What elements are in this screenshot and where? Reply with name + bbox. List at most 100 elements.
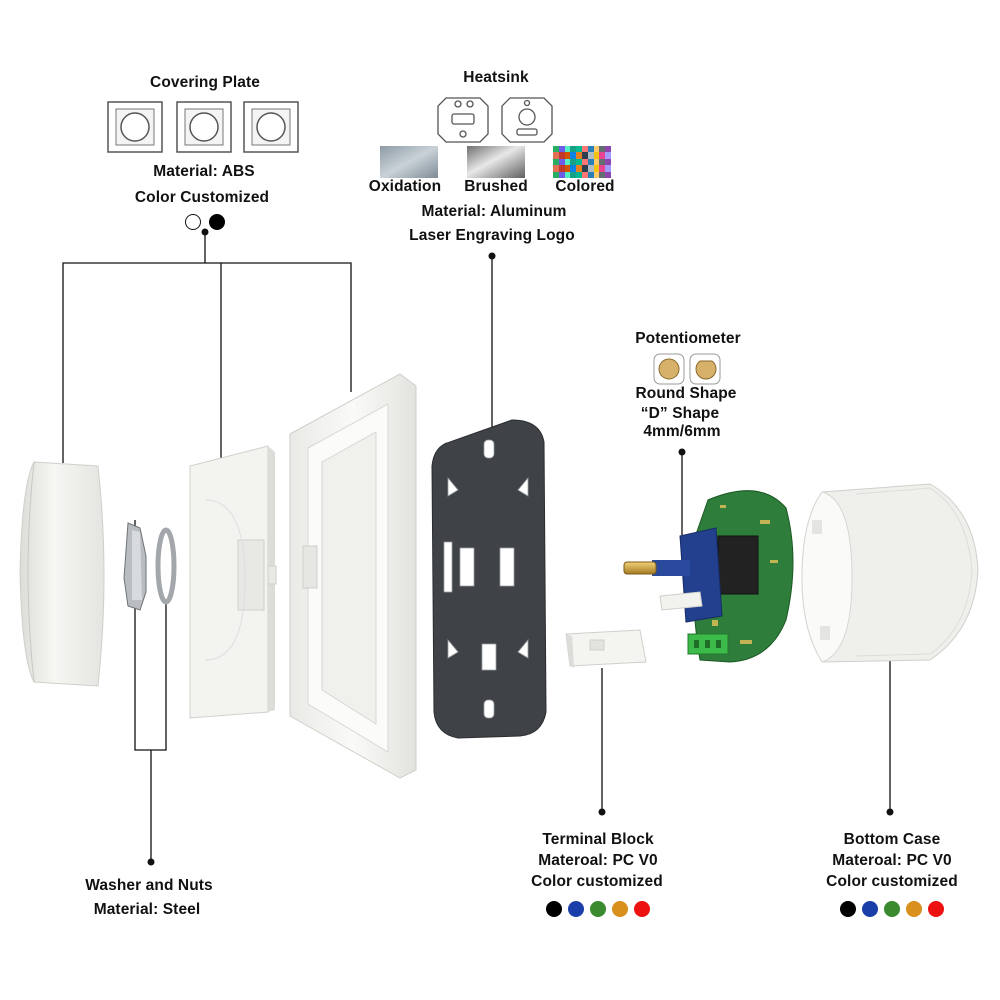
terminal-block-color-dot-4: [612, 901, 628, 917]
mosaic-tile: [587, 171, 594, 178]
oxidation-finish-swatch: [380, 146, 438, 178]
mosaic-tile: [587, 165, 594, 172]
bottom-case-color-dot-3: [884, 901, 900, 917]
mosaic-tile: [570, 152, 577, 159]
washer-title: Washer and Nuts: [85, 877, 213, 894]
mosaic-tile: [599, 146, 606, 153]
mosaic-tile: [564, 152, 571, 159]
potentiometer-shape-d: “D” Shape: [640, 405, 720, 422]
bottom-case-color: Color customized: [826, 873, 958, 890]
color-dot-black: [209, 214, 225, 230]
terminal-block-color-dot-2: [568, 901, 584, 917]
mosaic-tile: [564, 165, 571, 172]
mosaic-tile: [553, 171, 559, 178]
heatsink-icon-1: [437, 97, 489, 143]
bottom-case-color-dot-4: [906, 901, 922, 917]
potentiometer-shape-round: Round Shape: [635, 385, 737, 402]
mosaic-tile: [570, 158, 577, 166]
mosaic-tile: [582, 171, 588, 178]
heatsink-icon-2: [501, 97, 553, 143]
mosaic-tile: [558, 171, 565, 178]
heatsink-material: Material: Aluminum: [421, 203, 567, 220]
d-shaft-icon: [689, 353, 721, 385]
terminal-block: [565, 629, 647, 668]
mosaic-tile: [553, 158, 559, 166]
plate-icon-3: [243, 101, 299, 153]
terminal-block-title: Terminal Block: [542, 831, 654, 848]
connector-lines: [62, 232, 891, 862]
mosaic-tile: [558, 165, 565, 172]
terminal-block-material: Materoal: PC V0: [538, 852, 658, 869]
mosaic-tile: [570, 165, 577, 172]
terminal-block-color-dot-5: [634, 901, 650, 917]
bottom-case-color-dot-2: [862, 901, 878, 917]
covering-plate-color-dots: [185, 214, 225, 230]
mosaic-tile: [593, 165, 600, 172]
potentiometer-icons: [653, 353, 721, 385]
mosaic-tile: [553, 165, 559, 172]
mosaic-tile: [605, 146, 611, 153]
heatsink-title: Heatsink: [463, 69, 529, 86]
mosaic-tile: [599, 158, 606, 166]
heatsink-logo: Laser Engraving Logo: [409, 227, 575, 244]
heatsink-plate: [431, 419, 547, 739]
inner-frame: [189, 445, 277, 719]
washer-material: Material: Steel: [93, 901, 201, 918]
mosaic-tile: [593, 152, 600, 159]
mosaic-tile: [558, 152, 565, 159]
mosaic-tile: [570, 171, 577, 178]
bottom-case-material: Materoal: PC V0: [832, 852, 952, 869]
mosaic-tile: [558, 158, 565, 166]
bottom-case-color-dots: [840, 901, 944, 917]
mosaic-tile: [587, 158, 594, 166]
mosaic-tile: [582, 158, 588, 166]
mosaic-tile: [593, 171, 600, 178]
mosaic-tile: [605, 165, 611, 172]
mosaic-tile: [576, 158, 582, 166]
finish-label-oxidation: Oxidation: [368, 178, 442, 195]
bottom-case: [801, 483, 979, 663]
plate-icon-1: [107, 101, 163, 153]
covering-plate-title: Covering Plate: [150, 74, 260, 91]
mosaic-tile: [599, 171, 606, 178]
mosaic-tile: [599, 152, 606, 159]
mosaic-tile: [587, 146, 594, 153]
knob: [19, 461, 105, 687]
mosaic-tile: [570, 146, 577, 153]
mosaic-tile: [576, 146, 582, 153]
potentiometer-size: 4mm/6mm: [643, 423, 721, 440]
mosaic-tile: [593, 146, 600, 153]
mosaic-tile: [564, 146, 571, 153]
terminal-block-color-dot-1: [546, 901, 562, 917]
mosaic-tile: [587, 152, 594, 159]
mosaic-tile: [576, 152, 582, 159]
color-dot-white: [185, 214, 201, 230]
mosaic-tile: [605, 152, 611, 159]
covering-plate-material: Material: ABS: [153, 163, 255, 180]
washer: [155, 527, 177, 605]
covering-plate-color: Color Customized: [134, 189, 270, 206]
terminal-block-color-dot-3: [590, 901, 606, 917]
bottom-case-color-dot-1: [840, 901, 856, 917]
bottom-case-color-dot-5: [928, 901, 944, 917]
mosaic-tile: [582, 152, 588, 159]
mosaic-tile: [582, 146, 588, 153]
outer-frame: [289, 373, 417, 779]
mosaic-tile: [564, 158, 571, 166]
mosaic-tile: [605, 171, 611, 178]
brushed-finish-swatch: [467, 146, 525, 178]
potentiometer-title: Potentiometer: [635, 330, 741, 347]
finish-label-brushed: Brushed: [464, 178, 528, 195]
heatsink-icons: [437, 97, 553, 143]
mosaic-tile: [599, 165, 606, 172]
mosaic-tile: [558, 146, 565, 153]
mosaic-tile: [576, 171, 582, 178]
plate-icon-2: [176, 101, 232, 153]
nut: [123, 522, 147, 611]
mosaic-tile: [582, 165, 588, 172]
mosaic-tile: [576, 165, 582, 172]
terminal-block-color: Color customized: [531, 873, 663, 890]
colored-finish-swatch: [553, 146, 611, 178]
connector-dots: [147, 228, 894, 866]
